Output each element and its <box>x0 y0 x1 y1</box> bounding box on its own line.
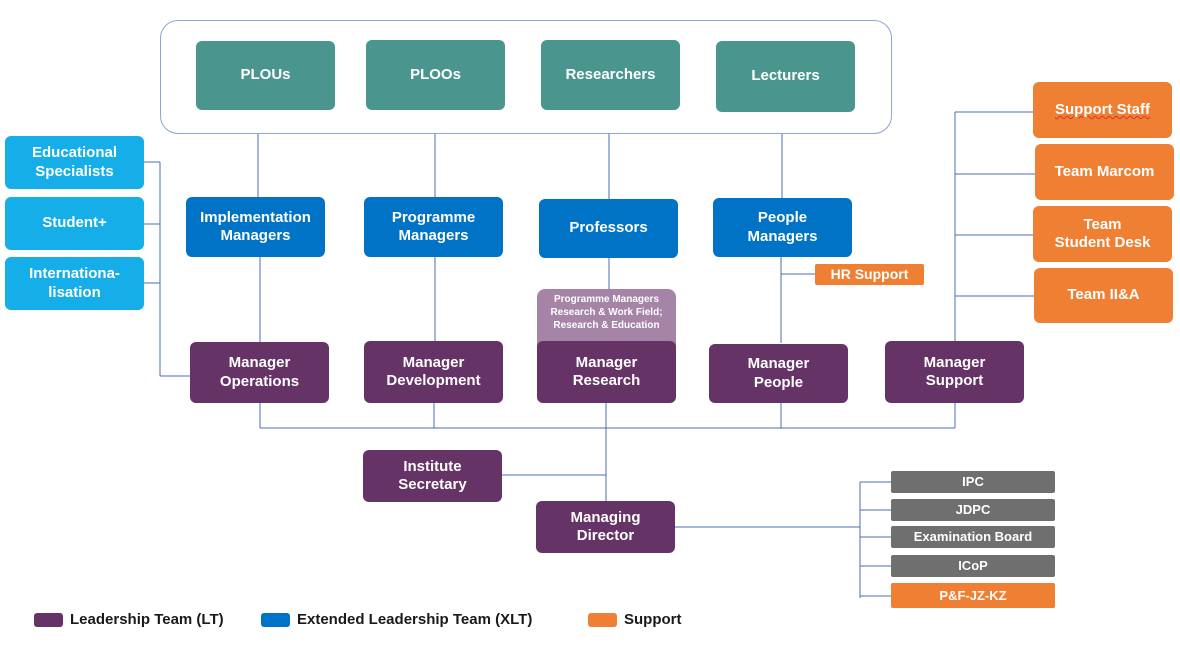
box-researchers: Researchers <box>541 40 680 110</box>
box-pf-jz-kz: P&F-JZ-KZ <box>891 583 1055 608</box>
box-people-managers: People Managers <box>713 198 852 257</box>
box-examination-board: Examination Board <box>891 526 1055 548</box>
box-internationalisation: Internationa- lisation <box>5 257 144 310</box>
legend-label-support: Support <box>624 611 682 628</box>
legend-support: Support <box>588 611 682 628</box>
box-jdpc: JDPC <box>891 499 1055 521</box>
box-manager-development: Manager Development <box>364 341 503 403</box>
box-manager-operations: Manager Operations <box>190 342 329 403</box>
box-support-staff: Support Staff <box>1033 82 1172 138</box>
box-implementation-managers: Implementation Managers <box>186 197 325 257</box>
support-staff-label: Support Staff <box>1055 100 1150 118</box>
legend-label-lt: Leadership Team (LT) <box>70 611 224 628</box>
legend-extended-leadership-team: Extended Leadership Team (XLT) <box>261 611 532 628</box>
legend-swatch-xlt <box>261 612 290 627</box>
box-educational-specialists: Educational Specialists <box>5 136 144 189</box>
box-lecturers: Lecturers <box>716 41 855 112</box>
box-manager-people: Manager People <box>709 344 848 403</box>
box-institute-secretary: Institute Secretary <box>363 450 502 502</box>
box-team-student-desk: Team Student Desk <box>1033 206 1172 262</box>
legend-label-xlt: Extended Leadership Team (XLT) <box>297 611 533 628</box>
box-team-iia: Team II&A <box>1034 268 1173 323</box>
box-plous: PLOUs <box>196 41 335 110</box>
box-professors: Professors <box>539 199 678 258</box>
legend-leadership-team: Leadership Team (LT) <box>34 611 224 628</box>
box-student-plus: Student+ <box>5 197 144 250</box>
box-icop: ICoP <box>891 555 1055 577</box>
box-team-marcom: Team Marcom <box>1035 144 1174 200</box>
legend-swatch-support <box>588 612 617 627</box>
legend-swatch-lt <box>34 612 63 627</box>
box-hr-support: HR Support <box>815 264 924 285</box>
box-managing-director: Managing Director <box>536 501 675 553</box>
box-programme-managers: Programme Managers <box>364 197 503 257</box>
box-ploos: PLOOs <box>366 40 505 110</box>
box-manager-support: Manager Support <box>885 341 1024 403</box>
box-ipc: IPC <box>891 471 1055 493</box>
box-manager-research: Manager Research <box>537 341 676 403</box>
